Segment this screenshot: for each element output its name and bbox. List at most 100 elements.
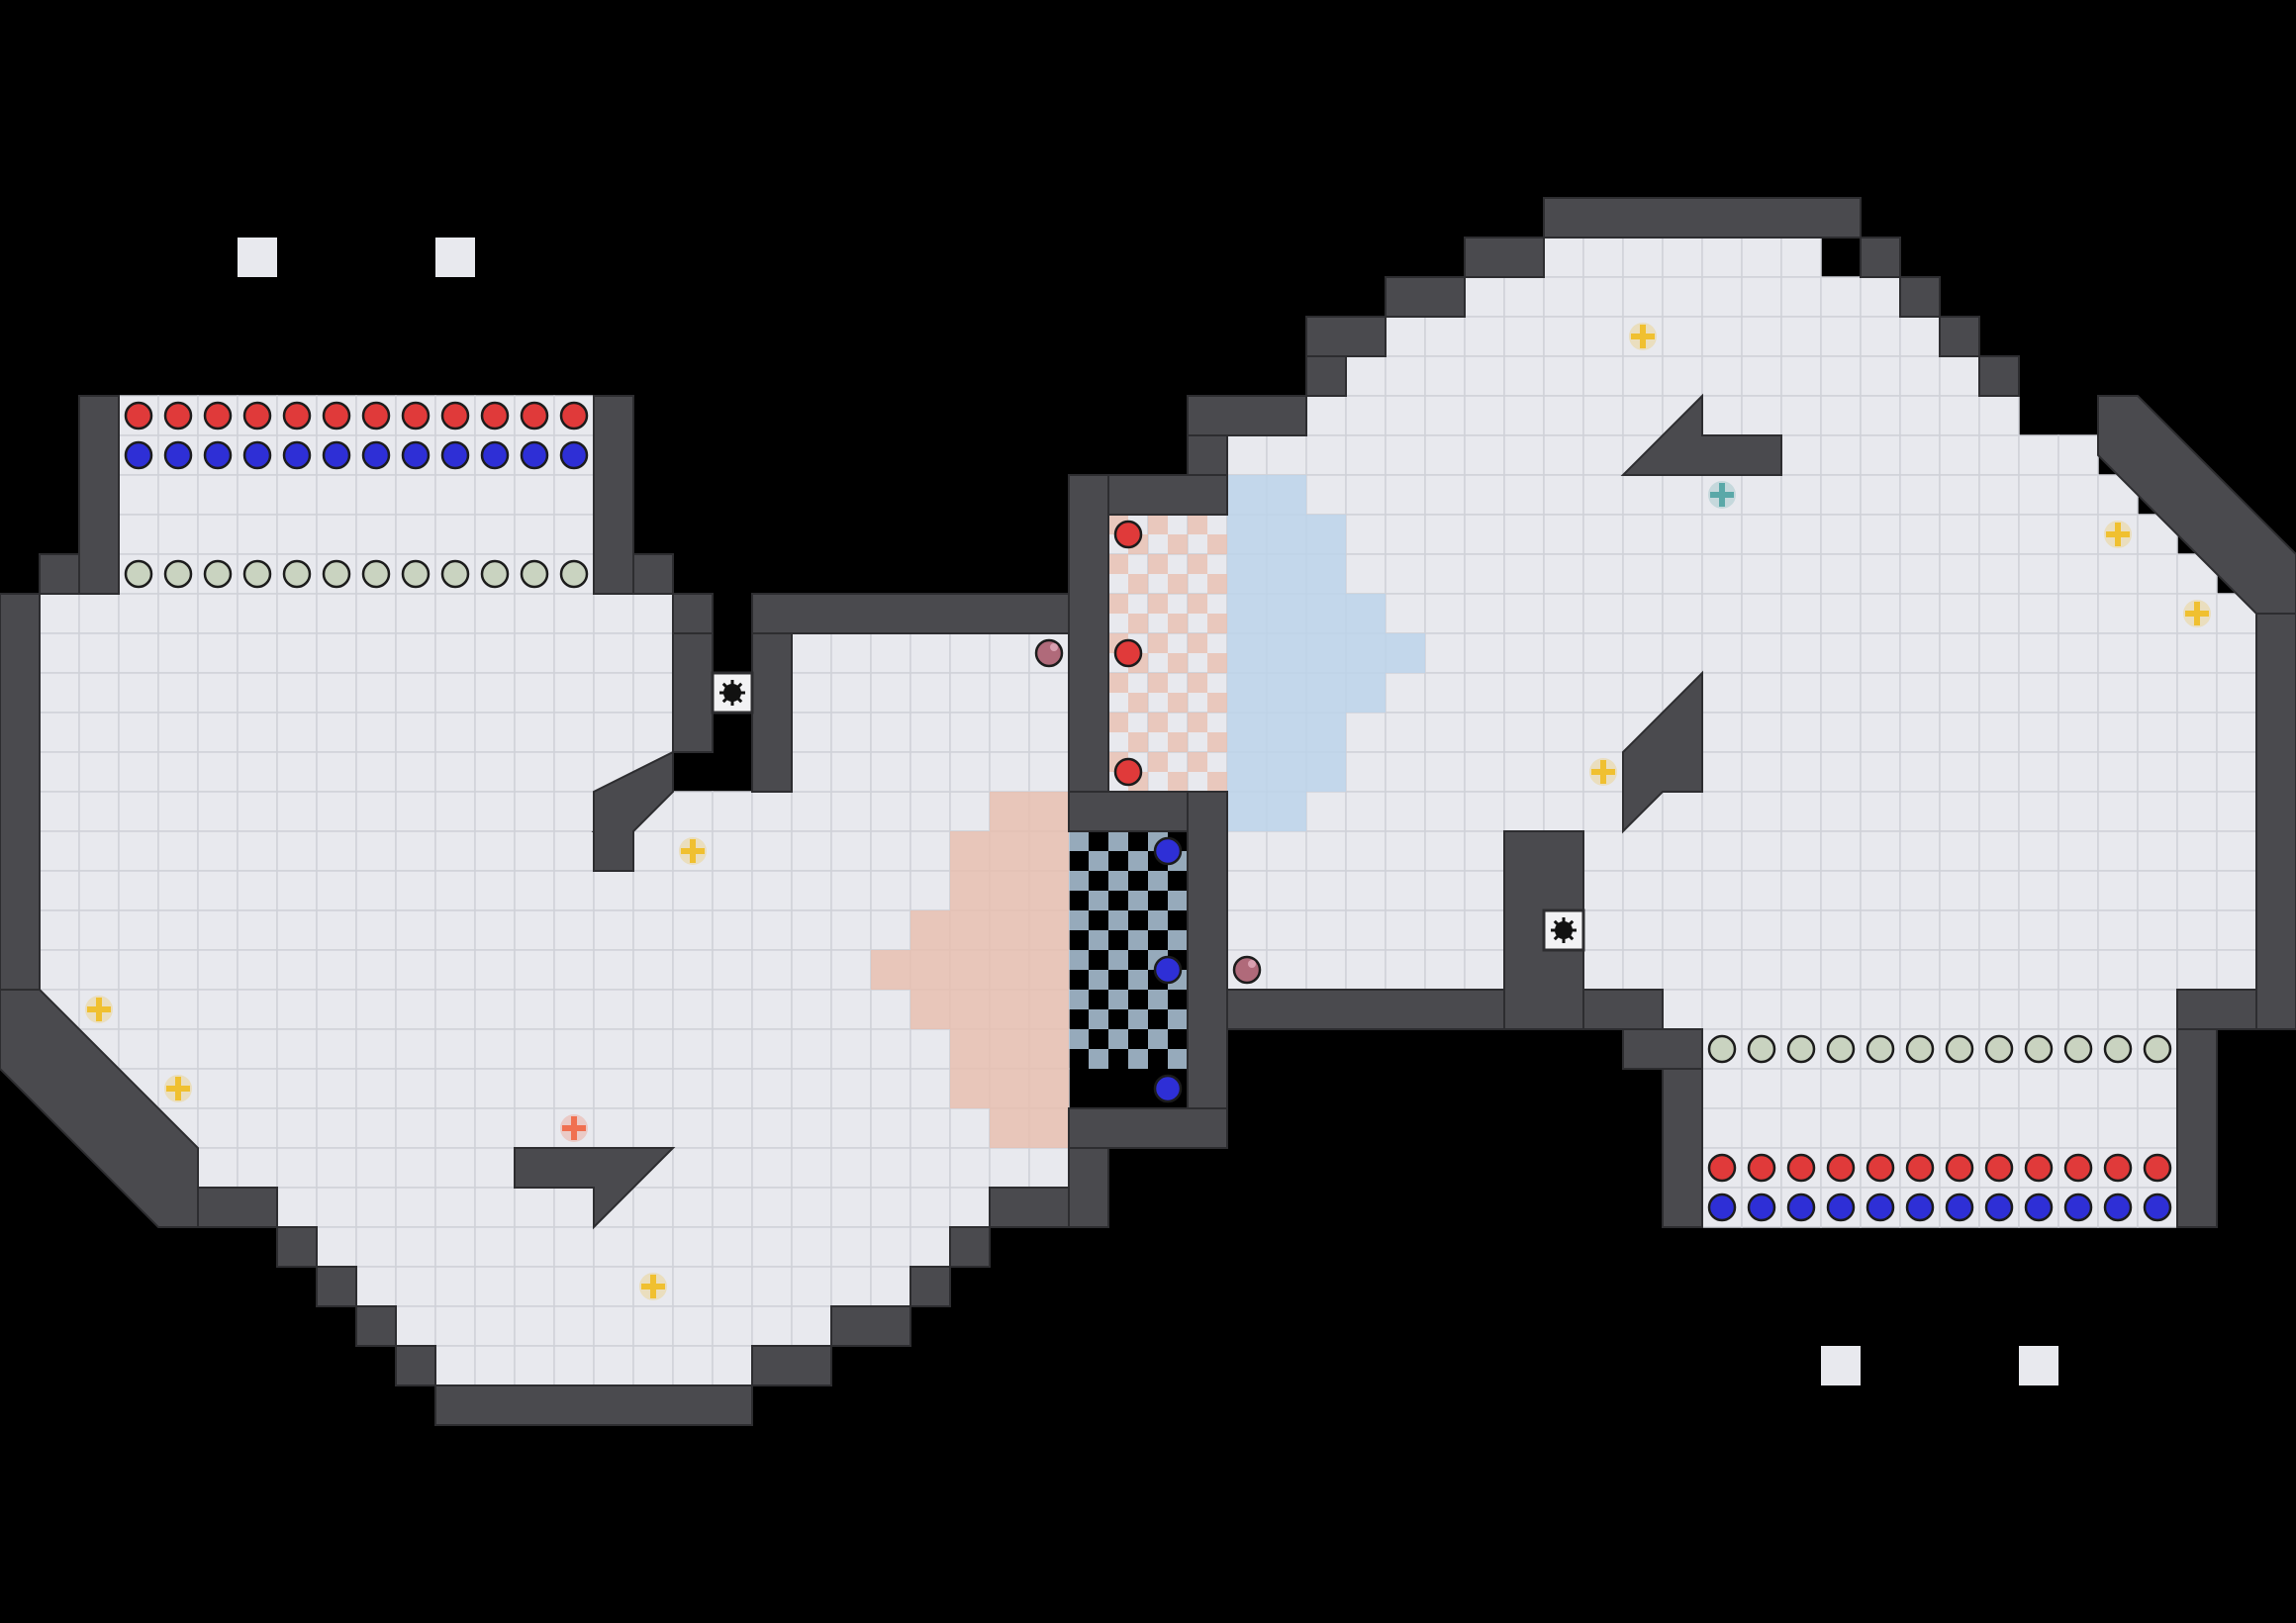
blue-checker [1069, 1029, 1089, 1049]
floor-tile [157, 712, 199, 753]
floor-tile [1860, 1068, 1901, 1109]
blue-ball [242, 440, 272, 470]
floor-tile [2176, 791, 2218, 832]
floor-tile [355, 712, 397, 753]
floor-tile [395, 593, 436, 634]
floor-tile [1860, 791, 1901, 832]
floor-tile [1741, 1068, 1782, 1109]
floor-tile [197, 474, 239, 516]
floor-tile [2097, 949, 2139, 991]
red-checker [1108, 713, 1128, 732]
floor-tile [909, 1028, 951, 1070]
floor-tile [1424, 751, 1466, 793]
floor-tile [1860, 276, 1901, 318]
floor-tile [870, 791, 911, 832]
floor-tile [474, 474, 516, 516]
floor-tile [2018, 434, 2059, 476]
floor-tile [197, 751, 239, 793]
floor-tile [1266, 870, 1307, 911]
floor-tile [2176, 870, 2218, 911]
red-ball [322, 401, 351, 430]
floor-tile [1820, 355, 1862, 397]
floor-tile [949, 751, 991, 793]
floor-tile [1305, 830, 1347, 872]
floor-tile [1582, 672, 1624, 714]
floor-tile [118, 989, 159, 1030]
red-checker [1168, 574, 1188, 594]
blue-zone-tile [1227, 515, 1267, 554]
floor-tile [712, 1345, 753, 1386]
floor-tile [1345, 909, 1387, 951]
floor-tile [1939, 553, 1980, 595]
floor-tile [553, 632, 595, 674]
floor-tile [1741, 474, 1782, 516]
floor-tile [2057, 870, 2099, 911]
floor-tile [474, 593, 516, 634]
floor-tile [1424, 553, 1466, 595]
floor-tile [1385, 593, 1426, 634]
red-checker [1188, 515, 1207, 534]
floor-tile [1662, 355, 1703, 397]
floor-tile [1820, 474, 1862, 516]
red-ball [1905, 1153, 1935, 1183]
floor-tile [1899, 672, 1941, 714]
floor-tile [593, 1266, 634, 1307]
floor-tile [118, 712, 159, 753]
floor-tile [791, 1147, 832, 1189]
floor-tile [1582, 276, 1624, 318]
corner-tile [435, 238, 475, 277]
floor-tile [1385, 474, 1426, 516]
floor-tile [870, 830, 911, 872]
wall-block [593, 395, 634, 595]
floor-tile [1464, 672, 1505, 714]
floor-tile [751, 1107, 793, 1149]
floor-tile [157, 1028, 199, 1070]
floor-tile [593, 1305, 634, 1347]
floor-tile [1978, 474, 2020, 516]
floor-tile [870, 712, 911, 753]
wall-block [1543, 197, 1862, 239]
floor-tile [1464, 514, 1505, 555]
floor-tile [632, 712, 674, 753]
floor-tile [1741, 949, 1782, 991]
floor-tile [2137, 989, 2178, 1030]
floor-tile [949, 1147, 991, 1189]
floor-tile [1582, 712, 1624, 753]
floor-tile [1820, 1107, 1862, 1149]
floor-tile [355, 830, 397, 872]
floor-tile [395, 1028, 436, 1070]
floor-tile [1503, 672, 1545, 714]
floor-tile [712, 1305, 753, 1347]
floor-tile [791, 1266, 832, 1307]
floor-tile [1939, 909, 1980, 951]
blue-zone-tile [1227, 475, 1267, 515]
floor-tile [1701, 791, 1743, 832]
floor-tile [316, 474, 357, 516]
floor-tile [355, 1187, 397, 1228]
floor-tile [1978, 870, 2020, 911]
floor-tile [909, 1147, 951, 1189]
floor-tile [1266, 830, 1307, 872]
floor-tile [514, 1226, 555, 1268]
floor-tile [830, 989, 872, 1030]
floor-tile [1939, 514, 1980, 555]
floor-tile [157, 632, 199, 674]
floor-tile [2018, 712, 2059, 753]
blue-zone-tile [1306, 594, 1346, 633]
floor-tile [1503, 434, 1545, 476]
floor-tile [791, 1305, 832, 1347]
floor-tile [632, 593, 674, 634]
blue-zone-tile [1267, 475, 1306, 515]
floor-tile [1701, 514, 1743, 555]
floor-tile [316, 1147, 357, 1189]
floor-tile [1582, 632, 1624, 674]
wall-block [316, 1266, 357, 1307]
red-checker [1128, 614, 1148, 633]
blue-zone-tile [1227, 792, 1267, 831]
floor-tile [1978, 1068, 2020, 1109]
neutral-ball [440, 559, 470, 589]
red-ball [1866, 1153, 1895, 1183]
floor-tile [1899, 909, 1941, 951]
floor-tile [316, 712, 357, 753]
